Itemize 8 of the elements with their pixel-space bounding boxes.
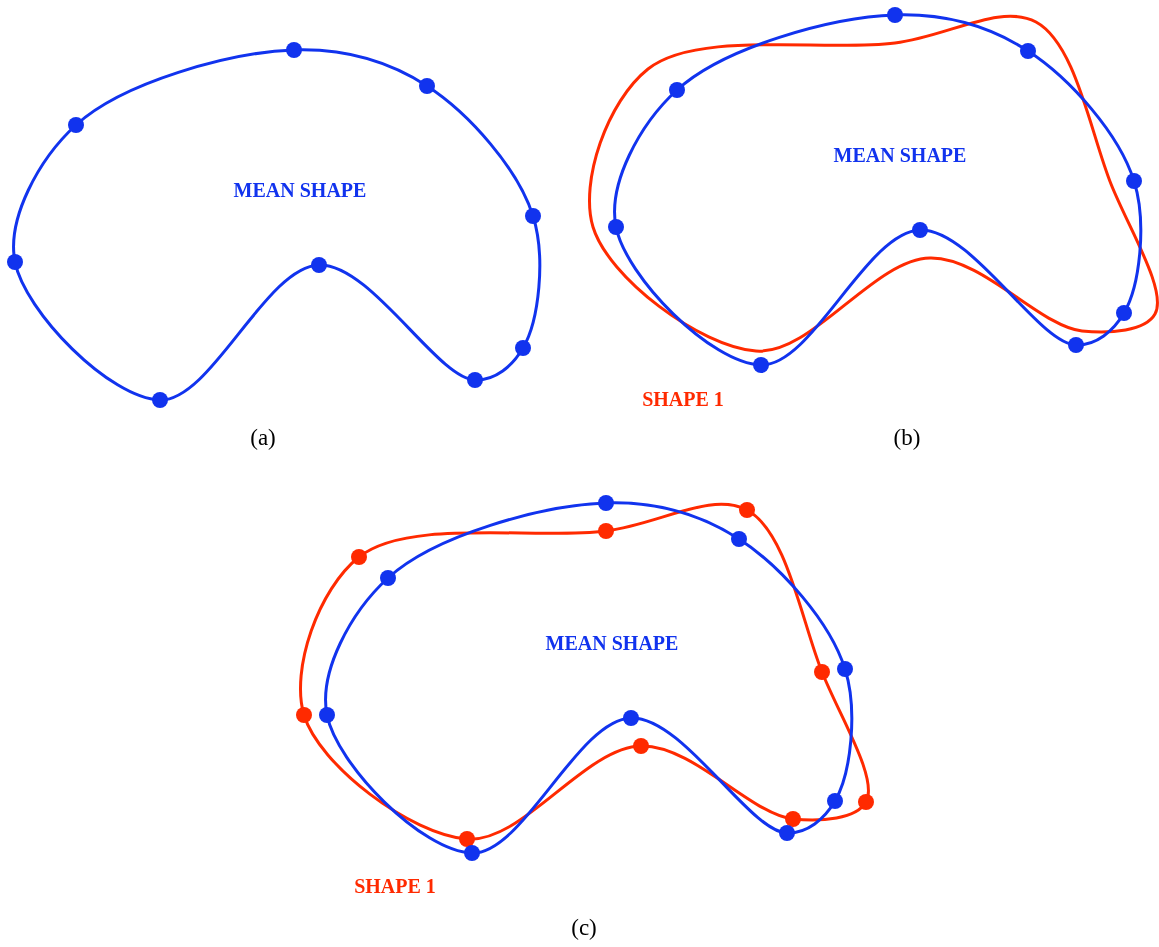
shape-label: MEAN SHAPE <box>545 631 679 655</box>
panel-label: (b) <box>893 425 921 451</box>
shape-label: MEAN SHAPE <box>233 178 367 202</box>
shape-label: SHAPE 1 <box>354 874 436 898</box>
shape-label: SHAPE 1 <box>642 387 724 411</box>
shape-label: MEAN SHAPE <box>833 143 967 167</box>
panel-label: (a) <box>250 425 276 451</box>
panel-label: (c) <box>571 915 597 941</box>
